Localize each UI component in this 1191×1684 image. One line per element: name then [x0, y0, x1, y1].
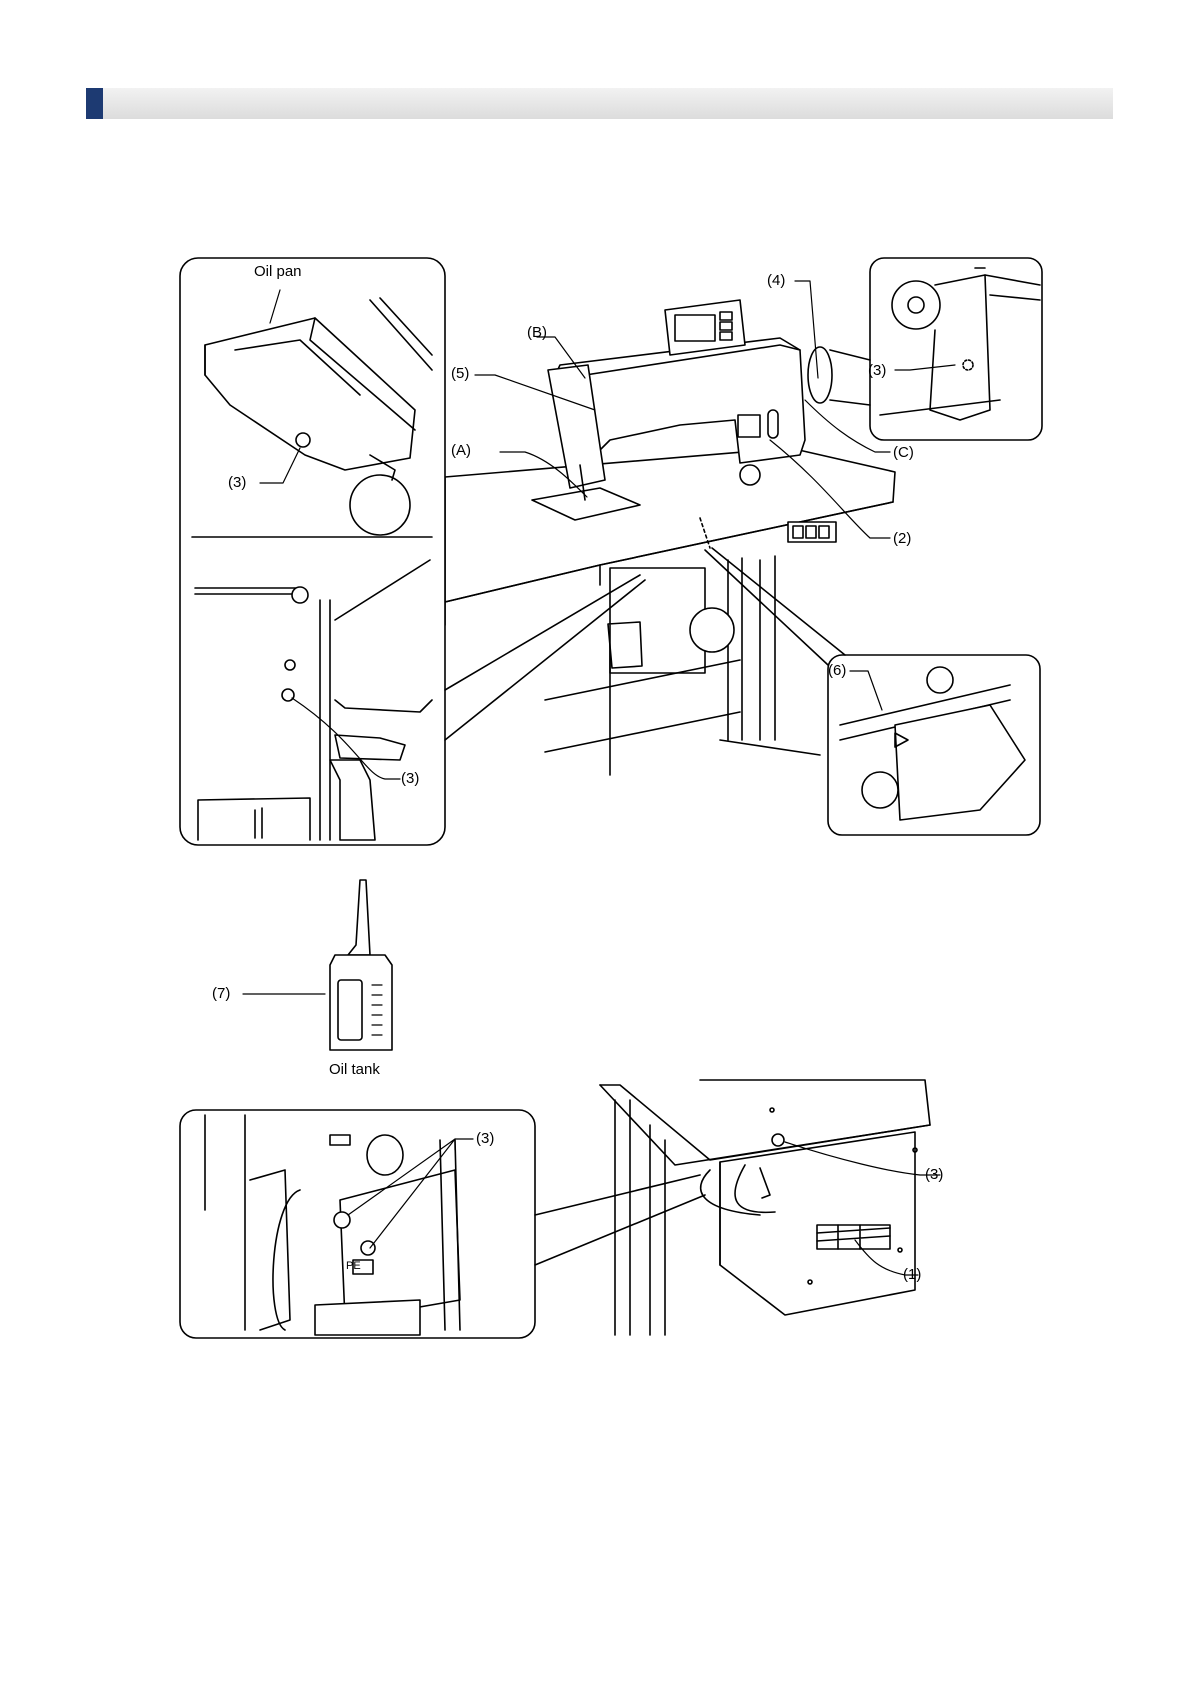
ref-1-label: (1) [903, 1267, 921, 1282]
ref-A-label: (A) [451, 443, 471, 458]
pe-tag: PE [346, 1261, 361, 1272]
ref-3-oil-pan-label: (3) [228, 475, 246, 490]
ref-4-label: (4) [767, 273, 785, 288]
ref-3-pulley-label: (3) [868, 363, 886, 378]
inset-hook-area [828, 655, 1040, 835]
oil-tank-label: Oil tank [329, 1062, 380, 1077]
inset-oil-pan [180, 258, 445, 845]
ref-2-label: (2) [893, 531, 911, 546]
ref-B-label: (B) [527, 325, 547, 340]
table-underside [600, 1080, 930, 1335]
ref-C-label: (C) [893, 445, 914, 460]
inset-pulley-side [870, 258, 1042, 440]
oil-tank [330, 880, 392, 1050]
ref-3-table-label: (3) [925, 1167, 943, 1182]
ref-5-label: (5) [451, 366, 469, 381]
oil-pan-label: Oil pan [254, 264, 302, 279]
ref-7-label: (7) [212, 986, 230, 1001]
ref-3-drain-label: (3) [401, 771, 419, 786]
ref-3-pe-label: (3) [476, 1131, 494, 1146]
ref-6-label: (6) [828, 663, 846, 678]
